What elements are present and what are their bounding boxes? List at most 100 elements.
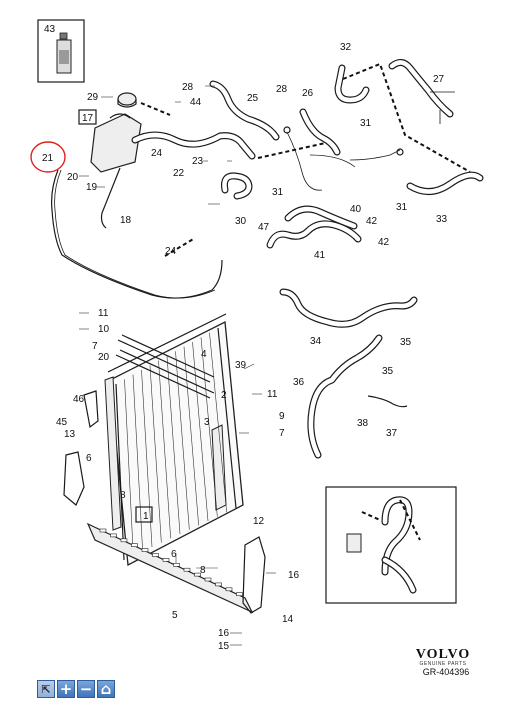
bracket-12 (242, 536, 266, 614)
part-label[interactable]: 28 (182, 82, 194, 93)
relation-line (342, 62, 471, 173)
bracket-hole (141, 548, 149, 552)
part-number-labels: 43 29 44 17 24 21 20 19 18 22 23 28 28 2… (42, 24, 448, 652)
expansion-tank (90, 92, 142, 173)
part-label[interactable]: 35 (400, 337, 412, 348)
brand-logo: VOLVO (415, 647, 471, 662)
part-label[interactable]: 47 (258, 222, 270, 233)
bracket-hole (99, 528, 107, 533)
pointer-icon[interactable]: ⇱ (37, 680, 55, 698)
part-label[interactable]: 42 (378, 237, 390, 248)
part-label[interactable]: 2 (221, 390, 227, 401)
part-label[interactable]: 3 (204, 417, 210, 428)
part-label[interactable]: 9 (279, 411, 285, 422)
part-label[interactable]: 17 (82, 113, 94, 124)
home-icon[interactable]: ⌂ (97, 680, 115, 698)
part-label[interactable]: 30 (235, 216, 247, 227)
brand-subtitle: GENUINE PARTS (419, 661, 467, 667)
relation-line (140, 102, 171, 116)
coolant-bottle-icon (56, 32, 72, 74)
part-label[interactable]: 12 (253, 516, 265, 527)
part-label[interactable]: 46 (73, 394, 85, 405)
part-label[interactable]: 37 (386, 428, 398, 439)
seal-strip-3 (115, 349, 215, 399)
part-label[interactable]: 6 (171, 549, 177, 560)
part-label[interactable]: 6 (86, 453, 92, 464)
part-label[interactable]: 31 (360, 118, 372, 129)
part-label[interactable]: 7 (92, 341, 98, 352)
part-label[interactable]: 18 (120, 215, 132, 226)
bracket-hole (131, 543, 138, 548)
zoom-out-icon[interactable]: − (77, 680, 95, 698)
part-label-highlighted[interactable]: 21 (42, 153, 54, 164)
part-label[interactable]: 28 (276, 84, 288, 95)
callout-box-1 (135, 506, 153, 523)
bracket-13 (63, 451, 85, 506)
part-label[interactable]: 19 (86, 182, 98, 193)
bracket-hole (120, 538, 128, 543)
part-label[interactable]: 20 (98, 352, 110, 363)
part-label[interactable]: 36 (293, 377, 305, 388)
part-label[interactable]: 11 (98, 308, 109, 319)
part-label[interactable]: 24 (165, 246, 177, 257)
bracket-hole (173, 562, 180, 567)
part-label[interactable]: 22 (173, 168, 185, 179)
part-label[interactable]: 32 (340, 42, 352, 53)
part-label[interactable]: 44 (190, 97, 202, 108)
part-label[interactable]: 43 (44, 24, 56, 35)
relation-line (257, 141, 331, 159)
part-label[interactable]: 25 (247, 93, 259, 104)
part-label[interactable]: 13 (64, 429, 76, 440)
part-label[interactable]: 34 (310, 336, 322, 347)
zoom-in-icon[interactable]: + (57, 680, 75, 698)
part-label[interactable]: 27 (433, 74, 445, 85)
part-label[interactable]: 42 (366, 216, 378, 227)
coolant-bottle-box (37, 19, 85, 83)
part-label[interactable]: 39 (235, 360, 247, 371)
part-label[interactable]: 15 (218, 641, 230, 652)
radiator-grid (124, 332, 227, 556)
part-label[interactable]: 26 (302, 88, 314, 99)
part-label[interactable]: 16 (288, 570, 300, 581)
part-label[interactable]: 7 (279, 428, 285, 439)
part-label[interactable]: 11 (267, 389, 278, 400)
part-label[interactable]: 8 (120, 490, 126, 501)
part-label[interactable]: 4 (201, 349, 207, 360)
seal-strip-4 (117, 334, 215, 383)
bracket-hole (183, 567, 191, 572)
part-label[interactable]: 5 (172, 610, 178, 621)
part-label[interactable]: 24 (151, 148, 163, 159)
tank-callout-box (78, 109, 97, 125)
part-label[interactable]: 8 (200, 565, 206, 576)
part-label[interactable]: 33 (436, 214, 448, 225)
bracket-hole (194, 572, 201, 577)
part-label[interactable]: 29 (87, 92, 99, 103)
bracket-hole (162, 558, 170, 562)
highlight-circle[interactable] (30, 141, 66, 173)
radiator (104, 313, 244, 567)
part-label[interactable]: 41 (314, 250, 326, 261)
diagram-toolbar: ⇱ + − ⌂ (37, 680, 115, 698)
overflow-pipe (51, 169, 223, 299)
sensor-wiring (286, 131, 401, 191)
leader-lines (79, 85, 276, 646)
part-label[interactable]: 45 (56, 417, 68, 428)
part-label[interactable]: 38 (357, 418, 369, 429)
part-label[interactable]: 14 (282, 614, 294, 625)
part-label[interactable]: 31 (272, 187, 284, 198)
bracket-hole (236, 592, 243, 597)
part-label[interactable]: 16 (218, 628, 230, 639)
part-label[interactable]: 35 (382, 366, 394, 377)
part-label[interactable]: 23 (192, 156, 204, 167)
bracket-hole (215, 582, 222, 587)
part-label-boxed[interactable]: 1 (143, 511, 149, 522)
bracket-hole (204, 577, 212, 582)
part-label[interactable]: 20 (67, 172, 79, 183)
part-label[interactable]: 10 (98, 324, 110, 335)
part-label[interactable]: 31 (396, 202, 408, 213)
detail-inset (325, 486, 457, 604)
inset-hoses (346, 496, 421, 594)
diagram-reference: GR-404396 (422, 667, 470, 677)
part-label[interactable]: 40 (350, 204, 362, 215)
